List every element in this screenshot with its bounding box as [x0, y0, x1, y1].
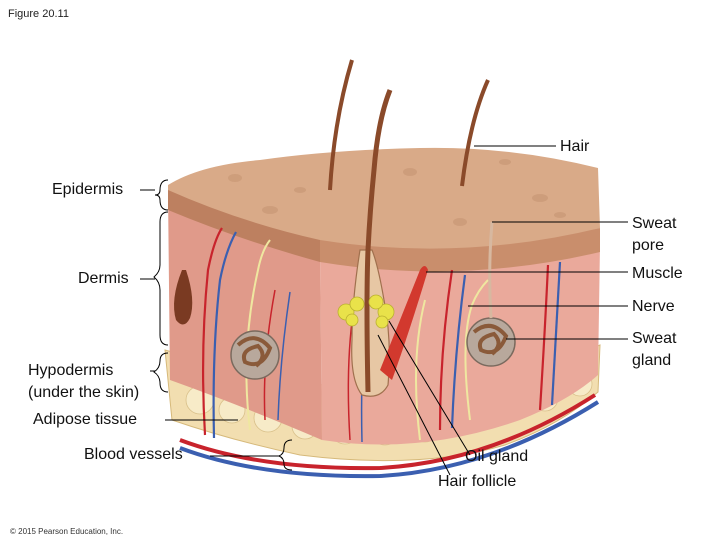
figure-label: Figure 20.11 — [8, 8, 69, 20]
vein-bottom — [179, 400, 600, 479]
hair-left — [328, 59, 354, 191]
sweat-gland-right — [466, 221, 516, 367]
label-sweat-pore-line1: Sweat — [632, 215, 677, 232]
oil-gland — [337, 294, 395, 329]
label-dermis: Dermis — [78, 270, 129, 287]
epidermis-band — [320, 228, 600, 272]
dermis-left — [168, 192, 322, 440]
label-nerve: Nerve — [632, 298, 675, 315]
label-hair-follicle: Hair follicle — [438, 473, 517, 490]
hair-right — [460, 79, 490, 187]
label-muscle: Muscle — [632, 265, 683, 282]
label-adipose-tissue: Adipose tissue — [33, 411, 138, 428]
epidermis-band-left — [168, 190, 320, 262]
label-hypodermis-line1: Hypodermis — [28, 362, 114, 379]
hair-shaft-central — [364, 89, 393, 393]
label-sweat-pore-line2: pore — [632, 237, 665, 254]
leader-lines — [140, 145, 628, 476]
label-sweat-gland-line2: gland — [632, 352, 672, 369]
label-oil-gland: Oil gland — [465, 448, 529, 465]
follicle-left — [174, 270, 193, 325]
blood-vessels — [201, 227, 562, 443]
brackets — [153, 179, 293, 471]
copyright-notice: © 2015 Pearson Education, Inc. — [10, 527, 124, 536]
label-hypodermis-line2: (under the skin) — [28, 384, 140, 401]
label-hair: Hair — [560, 138, 590, 155]
arrector-muscle — [380, 266, 428, 380]
dermis-front — [320, 245, 600, 445]
nerves — [245, 239, 489, 441]
label-epidermis: Epidermis — [52, 181, 124, 198]
label-sweat-gland-line1: Sweat — [632, 330, 677, 347]
surface-bumps — [228, 159, 566, 226]
label-blood-vessels: Blood vessels — [84, 446, 183, 463]
sweat-gland-left — [230, 330, 280, 380]
